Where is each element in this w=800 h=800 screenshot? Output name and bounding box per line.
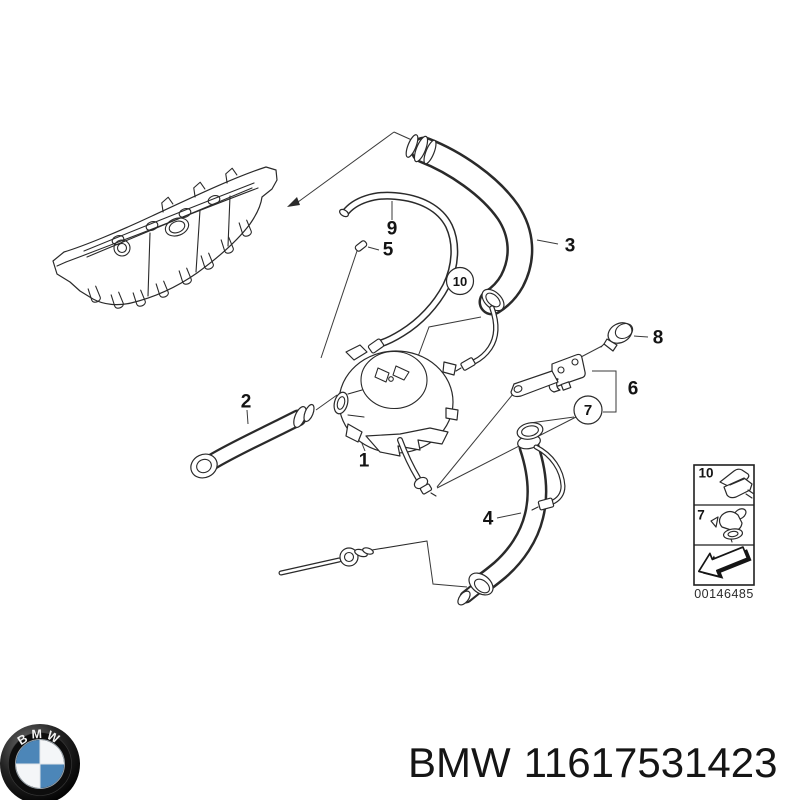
callout-10-circle	[445, 266, 475, 296]
vent-pipe-2-drawing	[190, 403, 315, 479]
breather-hose-9-drawing	[339, 191, 459, 354]
legend-row1-label: 10	[698, 466, 713, 481]
clip-5-drawing	[354, 240, 368, 252]
vent-hose-3-drawing	[405, 134, 534, 372]
legend-box: 10 7 00146485	[693, 464, 755, 601]
pointer-arrowhead	[287, 197, 300, 207]
bmw-roundel-logo: BMW	[0, 724, 80, 800]
callout-9-label: 9	[387, 219, 398, 240]
brand-text: BMW	[408, 739, 511, 786]
product-title: BMW 11617531423	[408, 739, 777, 786]
callout-8-label: 8	[653, 328, 664, 349]
pcv-valve-1-drawing	[333, 344, 459, 497]
callout-10-label: 10	[453, 274, 467, 289]
callout-7-label: 7	[584, 402, 592, 419]
callout-2-label: 2	[241, 392, 252, 413]
callout-7-circle	[573, 395, 603, 425]
valve-cover-drawing	[52, 166, 278, 309]
callout-3-label: 3	[565, 236, 576, 257]
svg-text:BMW: BMW	[15, 727, 65, 748]
dipstick-drawing	[278, 540, 428, 576]
sensor-icon	[710, 508, 747, 543]
callouts: 1 2 3 4 5 6 8 9 10 7	[241, 219, 664, 530]
bracket-6-drawing	[510, 353, 586, 398]
callout-4-label: 4	[483, 509, 494, 530]
legend-row2-label: 7	[697, 508, 705, 523]
callout-5-label: 5	[383, 240, 394, 261]
hose-4-drawing	[457, 422, 566, 606]
roundel-letters: BMW	[15, 727, 61, 748]
image-code: 00146485	[694, 587, 754, 601]
leader-lines	[246, 131, 649, 588]
clip-icon	[719, 468, 755, 499]
bolt-8-drawing	[600, 322, 634, 352]
callout-1-label: 1	[359, 451, 370, 472]
direction-arrow-icon	[697, 546, 752, 579]
part-number-text: 11617531423	[524, 739, 778, 786]
callout-6-label: 6	[628, 379, 639, 400]
